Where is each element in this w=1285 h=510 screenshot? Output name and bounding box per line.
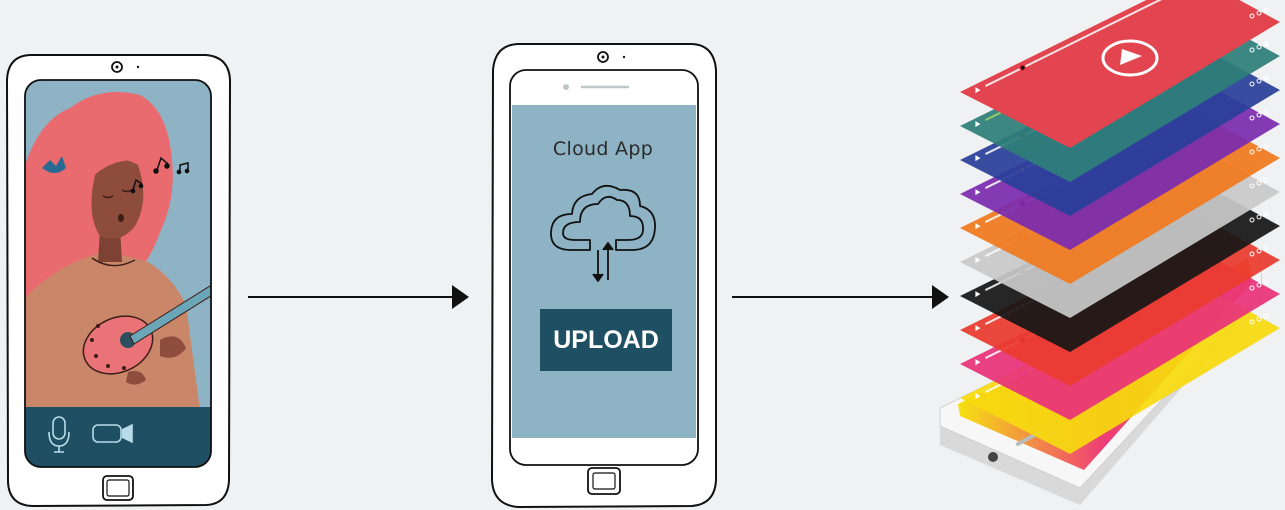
volume-icon [1249,211,1269,223]
upload-button[interactable]: UPLOAD [540,309,672,371]
mini-play-icon [975,325,981,332]
face [91,159,144,239]
volume-icon [1249,279,1269,291]
mini-play-icon [975,257,981,264]
phone-2-home-button[interactable] [587,467,621,495]
volume-icon [1249,313,1269,325]
phone-1-camera [111,61,123,73]
upload-button-label: UPLOAD [553,326,659,354]
crown-icon [42,156,66,173]
mini-play-icon [975,223,981,230]
mini-play-icon [975,393,981,400]
video-layer-stack [939,0,1280,505]
mini-play-icon [975,291,981,298]
volume-icon [1249,41,1269,53]
volume-icon [1249,245,1269,257]
phone-2-screen [512,105,696,438]
play-icon[interactable] [1101,39,1159,77]
video-camera-icon[interactable] [92,423,133,444]
mini-play-icon [975,189,981,196]
volume-icon [1249,109,1269,121]
arrow-right-1 [248,285,469,309]
volume-icon [1249,7,1269,19]
volume-icon [1249,177,1269,189]
mini-play-icon [975,359,981,366]
cloud-upload-icon[interactable] [550,184,656,282]
volume-icon [1249,143,1269,155]
arrow-right-2 [732,285,949,309]
phone-cloud-app: Cloud App UPLOAD [490,43,717,509]
mini-play-icon [975,155,981,162]
recording-toolbar [25,407,211,467]
phone-1-screen [25,80,211,467]
microphone-icon[interactable] [48,416,70,453]
volume-icon [1249,75,1269,87]
video-layer [960,0,1280,148]
mini-play-icon [975,121,981,128]
phone-1-home-button[interactable] [102,475,134,501]
phone-2-camera [597,51,609,63]
phone-recording [5,54,232,508]
mini-play-icon [975,87,981,94]
ukulele [82,285,211,375]
app-title: Cloud App [553,138,653,160]
music-note-icon [130,156,190,194]
scrub-handle [1019,64,1026,71]
